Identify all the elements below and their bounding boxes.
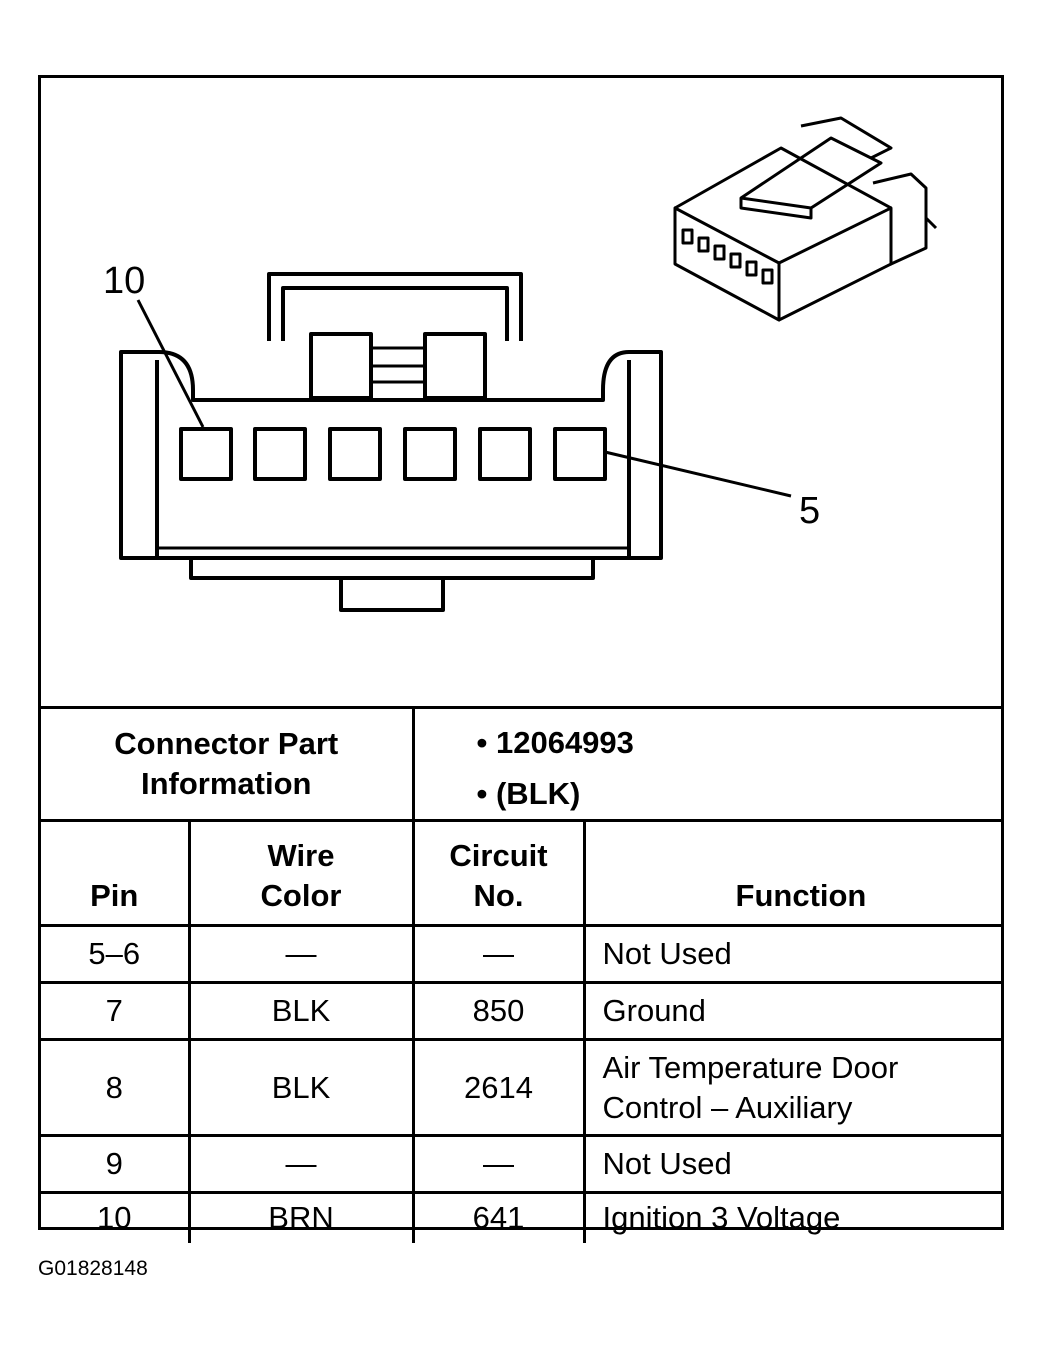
cell-function-line1: Not Used xyxy=(602,1146,732,1181)
connector-diagram: 10 5 xyxy=(41,78,1001,706)
cell-wire-color: — xyxy=(187,1134,415,1194)
cell-function-line1: Ground xyxy=(602,993,706,1028)
cell-circuit-no: — xyxy=(411,924,586,984)
figure-id: G01828148 xyxy=(38,1257,148,1280)
cell-wire-color: BRN xyxy=(187,1191,415,1243)
connector-frame: 10 5 Connector Part Information • 120649… xyxy=(38,75,1004,1243)
part-number: • 12064993 xyxy=(476,725,634,760)
cell-circuit-no: 2614 xyxy=(411,1038,586,1137)
cell-function-line1: Ignition 3 Voltage xyxy=(602,1200,841,1236)
cell-function: Not Used xyxy=(582,1134,1002,1194)
table-row: 8 BLK 2614 Air Temperature Door Control … xyxy=(41,1038,1002,1137)
header-wire-color-line2: Color xyxy=(260,878,342,913)
cell-wire-color: BLK xyxy=(187,981,415,1041)
table-row: 10 BRN 641 Ignition 3 Voltage xyxy=(41,1191,1002,1243)
cell-circuit-no: — xyxy=(411,1134,586,1194)
header-circuit-line2: No. xyxy=(473,878,524,913)
cell-pin: 10 xyxy=(41,1191,191,1243)
table-row: 7 BLK 850 Ground xyxy=(41,981,1002,1041)
table-row: 5–6 — — Not Used xyxy=(41,924,1002,984)
callout-pin-5: 5 xyxy=(799,490,821,532)
connector-part-info: • 12064993 • (BLK) xyxy=(411,706,1002,822)
header-wire-color-line1: Wire xyxy=(267,838,335,873)
header-circuit-line1: Circuit xyxy=(449,838,548,873)
pinout-table: Connector Part Information • 12064993 • … xyxy=(41,706,1002,1243)
connector-face-drawing xyxy=(119,116,938,612)
header-wire-color: Wire Color xyxy=(187,819,415,927)
cell-function: Ignition 3 Voltage xyxy=(582,1191,1002,1243)
callout-pin-10: 10 xyxy=(103,260,146,302)
connector-part-label: Connector Part Information xyxy=(41,706,415,822)
cell-function: Ground xyxy=(582,981,1002,1041)
cell-pin: 8 xyxy=(41,1038,191,1137)
connector-part-label-line1: Connector Part xyxy=(114,726,339,761)
cell-pin: 9 xyxy=(41,1134,191,1194)
connector-isometric-view xyxy=(673,116,938,322)
cell-function-line2: Control – Auxiliary xyxy=(602,1089,853,1125)
cell-function: Not Used xyxy=(582,924,1002,984)
connector-part-label-line2: Information xyxy=(141,766,312,801)
part-color: • (BLK) xyxy=(476,776,581,811)
header-pin: Pin xyxy=(41,819,191,927)
cell-function-line1: Air Temperature Door xyxy=(602,1049,899,1085)
header-circuit-no: Circuit No. xyxy=(411,819,586,927)
column-header-row: Pin Wire Color Circuit No. Function xyxy=(41,819,1002,927)
cell-wire-color: BLK xyxy=(187,1038,415,1137)
header-function-text: Function xyxy=(735,878,867,913)
cell-pin: 5–6 xyxy=(41,924,191,984)
table-row: 9 — — Not Used xyxy=(41,1134,1002,1194)
header-function: Function xyxy=(582,819,1002,927)
cell-function-line1: Not Used xyxy=(602,936,732,971)
cell-function: Air Temperature Door Control – Auxiliary xyxy=(582,1038,1002,1137)
header-pin-text: Pin xyxy=(90,878,139,913)
cell-pin: 7 xyxy=(41,981,191,1041)
cell-wire-color: — xyxy=(187,924,415,984)
cell-circuit-no: 641 xyxy=(411,1191,586,1243)
cell-circuit-no: 850 xyxy=(411,981,586,1041)
connector-part-row: Connector Part Information • 12064993 • … xyxy=(41,706,1002,822)
